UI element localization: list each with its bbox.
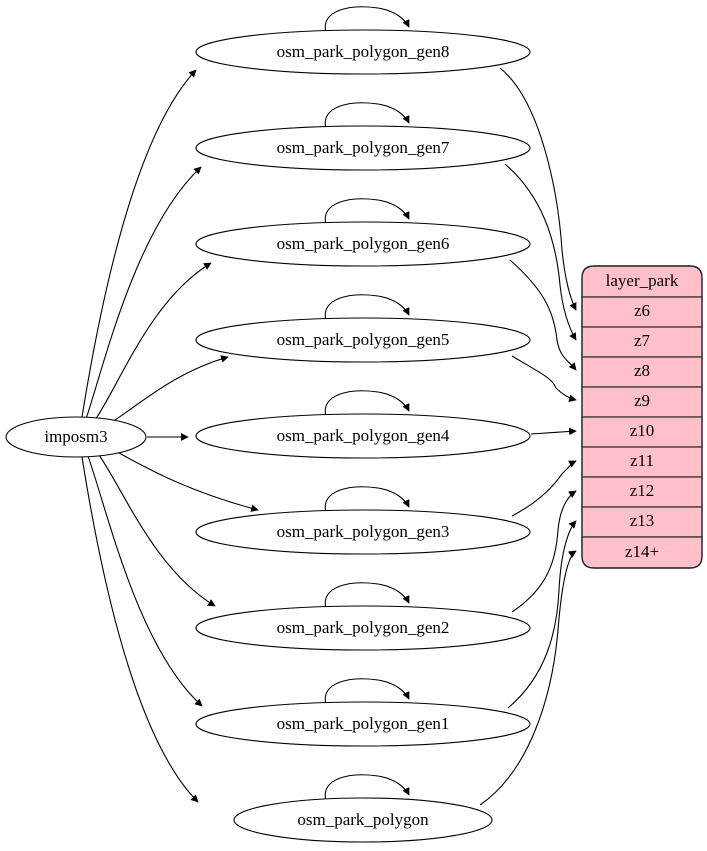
self-loop-gen3 bbox=[324, 486, 410, 514]
gen7-label: osm_park_polygon_gen7 bbox=[277, 138, 450, 157]
self-loop-osm-park-polygon bbox=[324, 774, 410, 802]
edge-gen8-to-z6 bbox=[499, 67, 577, 311]
layer-park-header-label: layer_park bbox=[606, 271, 679, 290]
osm-park-polygon-label: osm_park_polygon bbox=[297, 810, 429, 829]
edge-gen6-to-z8 bbox=[509, 259, 577, 371]
edge-imposm3-to-gen3 bbox=[118, 452, 259, 512]
self-loop-gen8 bbox=[324, 6, 410, 34]
node-osm-park-polygon-gen4[interactable]: osm_park_polygon_gen4 bbox=[195, 413, 531, 459]
edge-imposm3-to-gen2 bbox=[98, 454, 216, 607]
layer-park-row-z9-label: z9 bbox=[634, 391, 650, 410]
gen5-label: osm_park_polygon_gen5 bbox=[277, 330, 450, 349]
node-osm-park-polygon-gen7[interactable]: osm_park_polygon_gen7 bbox=[195, 125, 531, 171]
layer-park-table[interactable]: layer_park z6 z7 z8 z9 z10 z11 z12 z13 z… bbox=[581, 265, 703, 569]
gen2-ellipse[interactable] bbox=[195, 605, 531, 651]
edge-gen4-to-z10 bbox=[530, 427, 577, 436]
gen4-label: osm_park_polygon_gen4 bbox=[277, 426, 450, 445]
node-osm-park-polygon-gen1[interactable]: osm_park_polygon_gen1 bbox=[195, 701, 531, 747]
gen4-ellipse[interactable] bbox=[195, 413, 531, 459]
gen2-label: osm_park_polygon_gen2 bbox=[277, 618, 450, 637]
gen1-ellipse[interactable] bbox=[195, 701, 531, 747]
gen6-label: osm_park_polygon_gen6 bbox=[277, 234, 450, 253]
layer-park-row-z6-label: z6 bbox=[634, 301, 650, 320]
self-loop-gen2 bbox=[324, 582, 410, 610]
node-imposm3[interactable]: imposm3 bbox=[5, 416, 147, 458]
layer-park-row-z13-label: z13 bbox=[630, 511, 655, 530]
node-osm-park-polygon-gen2[interactable]: osm_park_polygon_gen2 bbox=[195, 605, 531, 651]
self-loop-gen6 bbox=[324, 198, 410, 226]
layer-park-row-z11-label: z11 bbox=[630, 451, 654, 470]
edge-gen3-to-z11 bbox=[511, 460, 577, 517]
node-osm-park-polygon-gen3[interactable]: osm_park_polygon_gen3 bbox=[195, 509, 531, 555]
layer-park-table-outline bbox=[581, 265, 703, 569]
self-loop-gen7 bbox=[324, 102, 410, 130]
edge-gen5-to-z9 bbox=[511, 355, 577, 403]
edge-osm-park-polygon-to-z14 bbox=[479, 550, 577, 806]
layer-park-row-z11[interactable] bbox=[581, 446, 703, 478]
node-osm-park-polygon[interactable]: osm_park_polygon bbox=[233, 797, 493, 843]
gen6-ellipse[interactable] bbox=[195, 221, 531, 267]
edge-imposm3-to-gen6 bbox=[94, 262, 212, 421]
layer-park-row-z10[interactable] bbox=[581, 416, 703, 448]
gen8-ellipse[interactable] bbox=[195, 29, 531, 75]
self-loop-gen5 bbox=[324, 294, 410, 322]
edge-gen2-to-z12 bbox=[511, 490, 577, 613]
gen1-label: osm_park_polygon_gen1 bbox=[277, 714, 450, 733]
self-loop-gen1 bbox=[324, 678, 410, 706]
node-osm-park-polygon-gen8[interactable]: osm_park_polygon_gen8 bbox=[195, 29, 531, 75]
layer-park-row-z7-label: z7 bbox=[634, 331, 651, 350]
gen3-ellipse[interactable] bbox=[195, 509, 531, 555]
gen5-ellipse[interactable] bbox=[195, 317, 531, 363]
edges-from-source bbox=[81, 69, 259, 803]
layer-park-row-z10-label: z10 bbox=[630, 421, 655, 440]
edge-imposm3-to-gen5 bbox=[111, 355, 229, 423]
imposm3-ellipse[interactable] bbox=[5, 416, 147, 458]
edge-imposm3-to-gen7 bbox=[85, 166, 202, 420]
osm-park-polygon-ellipse[interactable] bbox=[233, 797, 493, 843]
gen7-ellipse[interactable] bbox=[195, 125, 531, 171]
edge-imposm3-to-osm-park-polygon bbox=[81, 456, 199, 803]
edge-imposm3-to-gen8 bbox=[81, 69, 197, 418]
self-loop-gen4 bbox=[324, 390, 410, 418]
layer-park-row-z12-label: z12 bbox=[630, 481, 655, 500]
edge-gen1-to-z13 bbox=[507, 520, 577, 709]
node-osm-park-polygon-gen5[interactable]: osm_park_polygon_gen5 bbox=[195, 317, 531, 363]
self-loop-edges bbox=[324, 6, 410, 802]
node-osm-park-polygon-gen6[interactable]: osm_park_polygon_gen6 bbox=[195, 221, 531, 267]
gen8-label: osm_park_polygon_gen8 bbox=[277, 42, 450, 61]
edge-gen7-to-z7 bbox=[504, 163, 577, 341]
edge-imposm3-to-gen1 bbox=[87, 455, 203, 707]
layer-park-row-z14plus-label: z14+ bbox=[625, 542, 659, 561]
imposm3-label: imposm3 bbox=[44, 427, 107, 446]
edges-to-layer-table bbox=[479, 67, 577, 806]
gen3-label: osm_park_polygon_gen3 bbox=[277, 522, 450, 541]
layer-park-row-z8-label: z8 bbox=[634, 361, 650, 380]
